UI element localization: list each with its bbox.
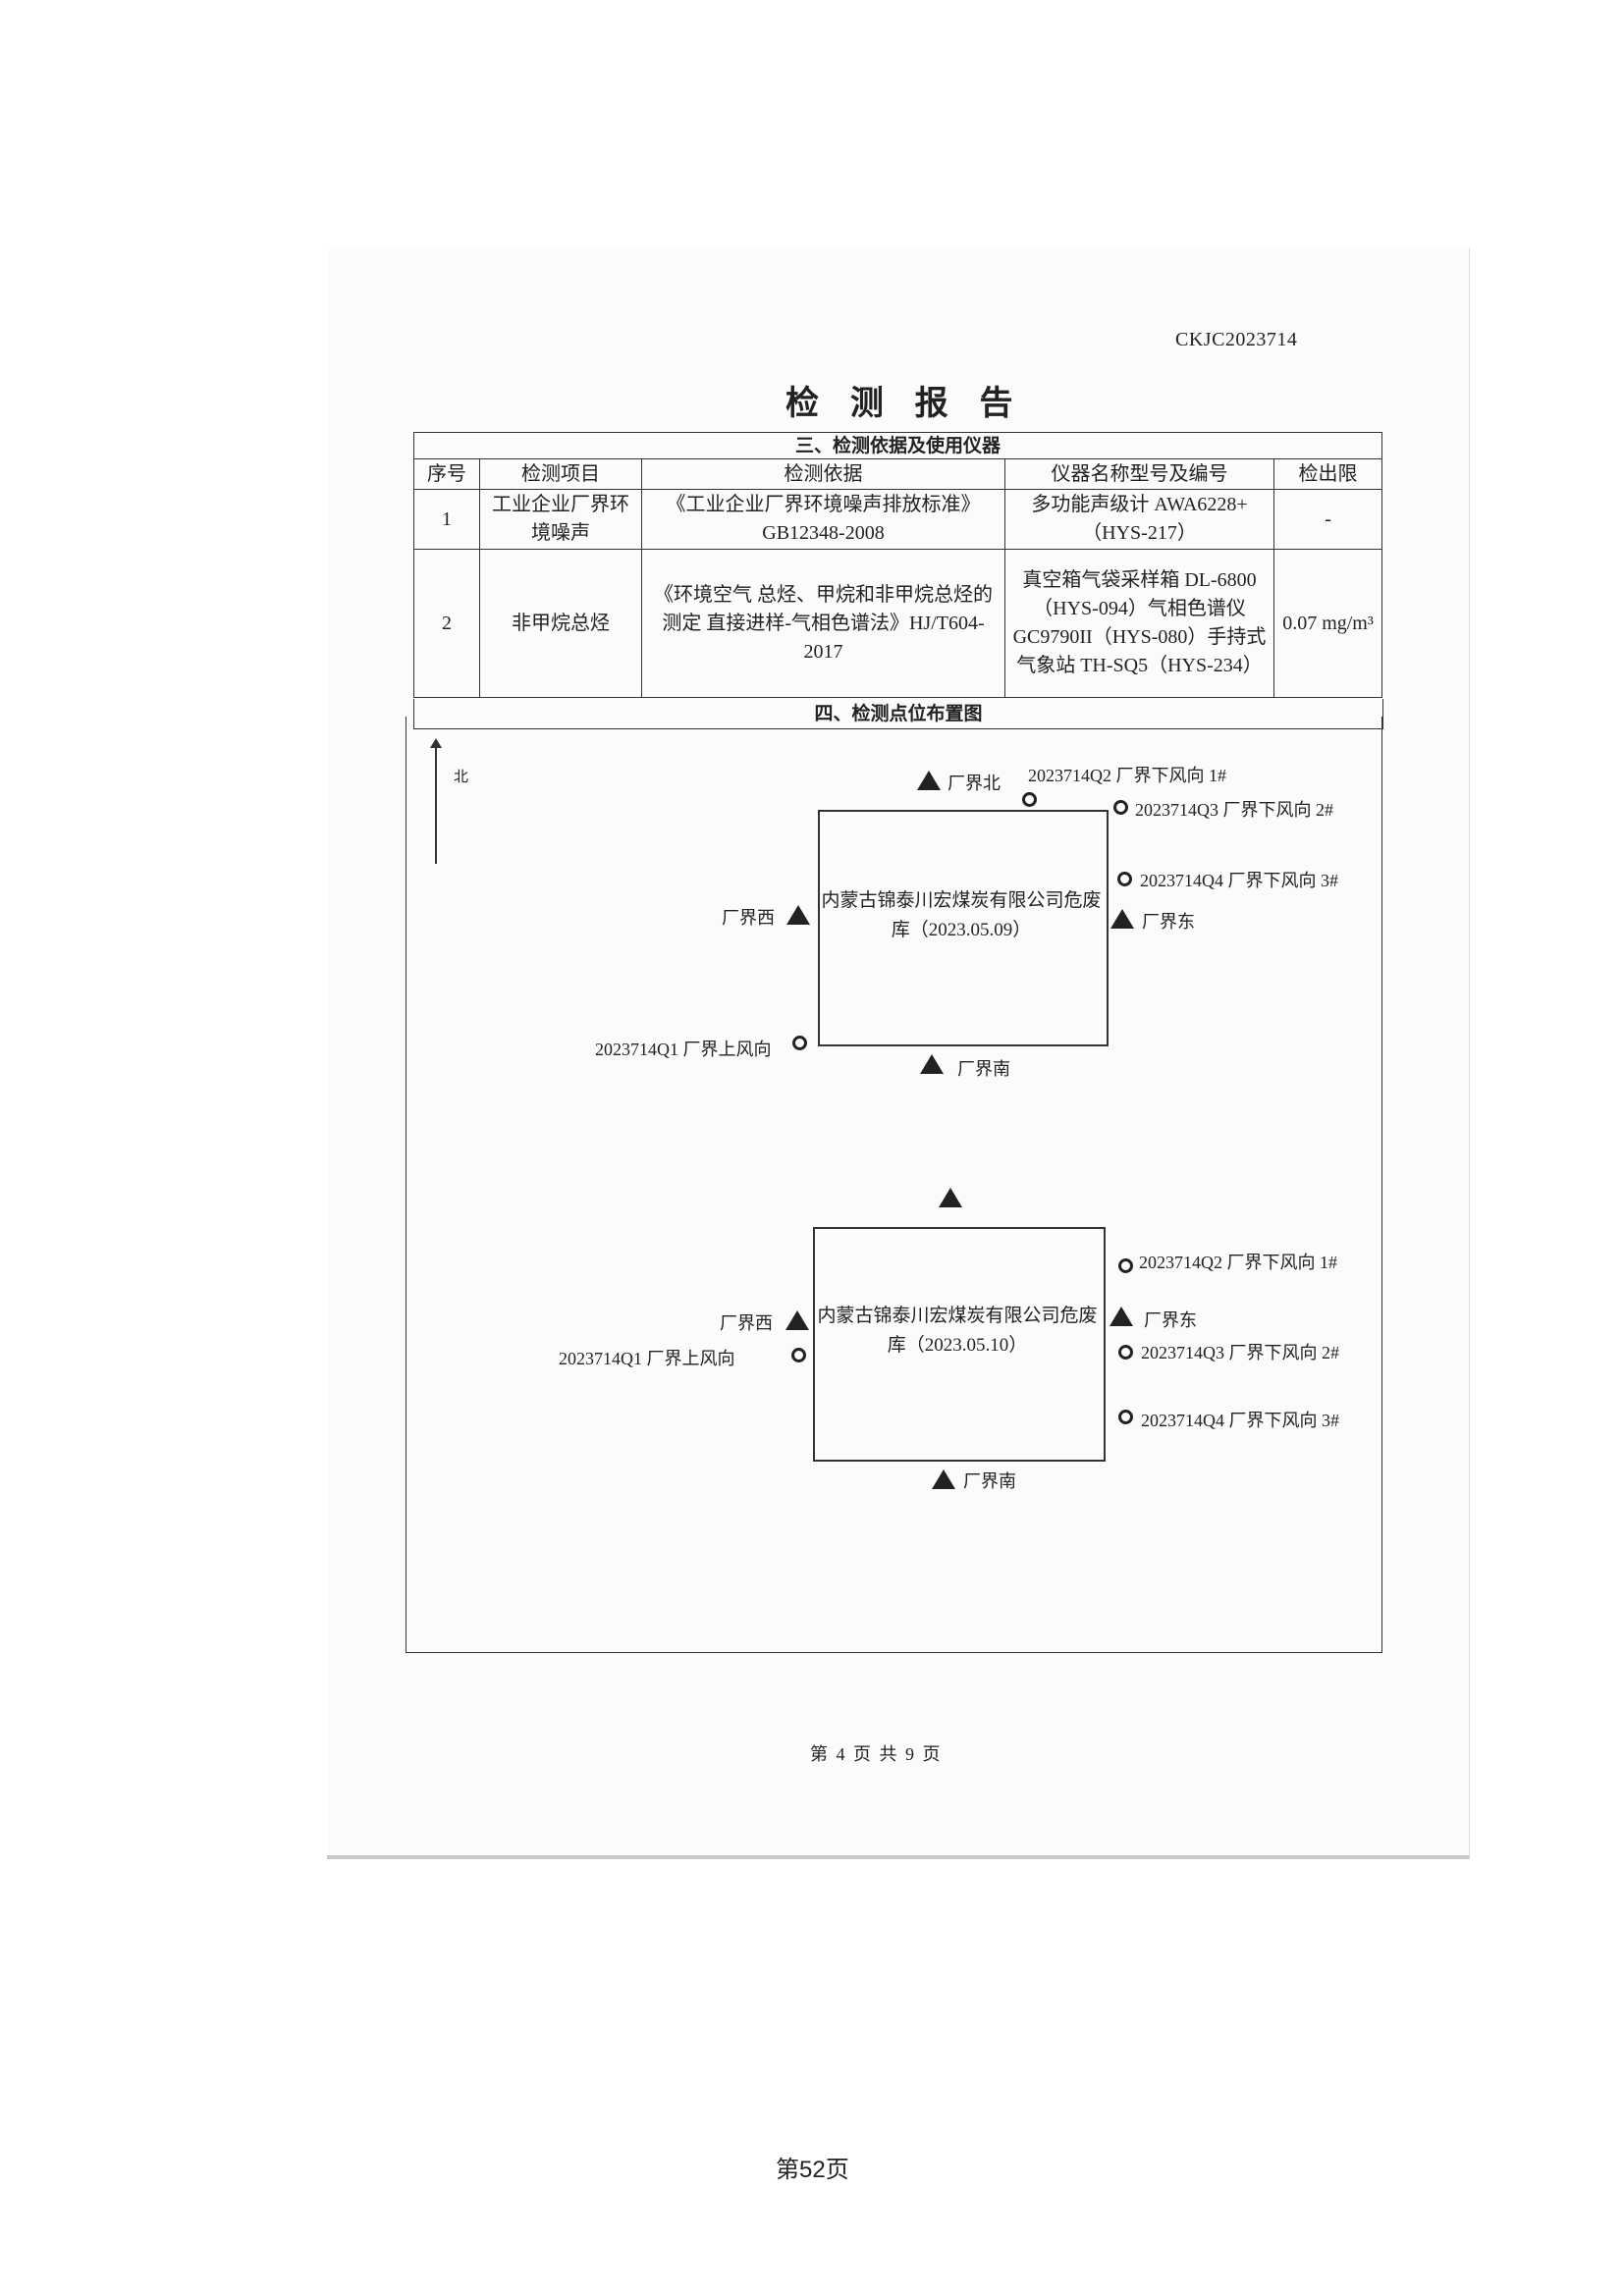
row-item: 工业企业厂界环境噪声 — [479, 489, 642, 550]
page-number: 第52页 — [776, 2157, 849, 2183]
section4-title: 四、检测点位布置图 — [413, 699, 1383, 729]
row-limit: 0.07 mg/m³ — [1272, 549, 1383, 698]
page-footer: 第 4 页 共 9 页 — [810, 1744, 943, 1764]
east-point-label: 厂界东 — [1142, 912, 1195, 932]
row-basis: 《工业企业厂界环境噪声排放标准》GB12348-2008 — [641, 489, 1005, 550]
section3-title: 三、检测依据及使用仪器 — [412, 432, 1383, 459]
circle-marker-icon — [1118, 1410, 1133, 1424]
west-point-label: 厂界西 — [722, 908, 775, 928]
q3-label: 2023714Q3 厂界下风向 2# — [1135, 800, 1333, 820]
south-point-label: 厂界南 — [957, 1059, 1010, 1079]
site-label-2: 内蒙古锦泰川宏煤炭有限公司危废库（2023.05.10） — [817, 1306, 1098, 1356]
north-arrow-icon — [430, 738, 442, 748]
col-header: 检出限 — [1272, 458, 1383, 490]
q4-label: 2023714Q4 厂界下风向 3# — [1140, 871, 1338, 890]
south-point-label: 厂界南 — [963, 1471, 1016, 1491]
q4-label: 2023714Q4 厂界下风向 3# — [1141, 1411, 1339, 1430]
west-point-label: 厂界西 — [720, 1313, 773, 1333]
circle-marker-icon — [1113, 800, 1128, 815]
report-title: 检 测 报 告 — [785, 384, 1023, 423]
row-basis: 《环境空气 总烃、甲烷和非甲烷总烃的测定 直接进样-气相色谱法》HJ/T604-… — [641, 549, 1005, 698]
north-arrow-line — [435, 746, 437, 864]
circle-marker-icon — [1118, 1345, 1133, 1360]
triangle-marker-icon — [917, 771, 941, 790]
circle-marker-icon — [791, 1348, 806, 1362]
q1-label: 2023714Q1 厂界上风向 — [559, 1349, 735, 1368]
report-number: CKJC2023714 — [1175, 329, 1298, 350]
circle-marker-icon — [1118, 1258, 1133, 1273]
site-label-1: 内蒙古锦泰川宏煤炭有限公司危废库（2023.05.09） — [821, 890, 1102, 940]
basis-table: 三、检测依据及使用仪器 序号 检测项目 检测依据 仪器名称型号及编号 检出限 1… — [412, 432, 1383, 698]
q3-label: 2023714Q3 厂界下风向 2# — [1141, 1343, 1339, 1362]
table-header-row: 序号 检测项目 检测依据 仪器名称型号及编号 检出限 — [413, 458, 1383, 490]
q1-label: 2023714Q1 厂界上风向 — [595, 1040, 772, 1059]
circle-marker-icon — [792, 1036, 807, 1050]
triangle-marker-icon — [939, 1188, 962, 1207]
site-box-2 — [813, 1227, 1106, 1462]
col-header: 检测依据 — [641, 458, 1005, 490]
table-row: 1 工业企业厂界环境噪声 《工业企业厂界环境噪声排放标准》GB12348-200… — [413, 489, 1383, 550]
east-point-label: 厂界东 — [1144, 1310, 1197, 1330]
triangle-marker-icon — [786, 905, 810, 925]
circle-marker-icon — [1117, 872, 1132, 886]
triangle-marker-icon — [785, 1310, 809, 1330]
col-header: 仪器名称型号及编号 — [1004, 458, 1274, 490]
north-label: 北 — [454, 770, 469, 785]
triangle-marker-icon — [932, 1469, 955, 1489]
circle-marker-icon — [1022, 792, 1037, 807]
row-no: 1 — [413, 489, 480, 550]
col-header: 序号 — [413, 458, 480, 490]
q2-label: 2023714Q2 厂界下风向 1# — [1139, 1253, 1337, 1272]
col-header: 检测项目 — [479, 458, 642, 490]
row-instrument: 多功能声级计 AWA6228+（HYS-217） — [1004, 489, 1274, 550]
row-limit: - — [1272, 489, 1383, 550]
site-box-1 — [818, 810, 1109, 1046]
north-point-label: 厂界北 — [947, 774, 1001, 793]
triangle-marker-icon — [1110, 909, 1134, 929]
triangle-marker-icon — [920, 1054, 944, 1074]
row-item: 非甲烷总烃 — [479, 549, 642, 698]
row-instrument: 真空箱气袋采样箱 DL-6800（HYS-094）气相色谱仪 GC9790II（… — [1004, 549, 1274, 698]
row-no: 2 — [413, 549, 480, 698]
q2-label: 2023714Q2 厂界下风向 1# — [1028, 766, 1226, 785]
table-row: 2 非甲烷总烃 《环境空气 总烃、甲烷和非甲烷总烃的测定 直接进样-气相色谱法》… — [413, 549, 1383, 698]
triangle-marker-icon — [1110, 1307, 1133, 1326]
diagram-frame — [406, 717, 1382, 1653]
